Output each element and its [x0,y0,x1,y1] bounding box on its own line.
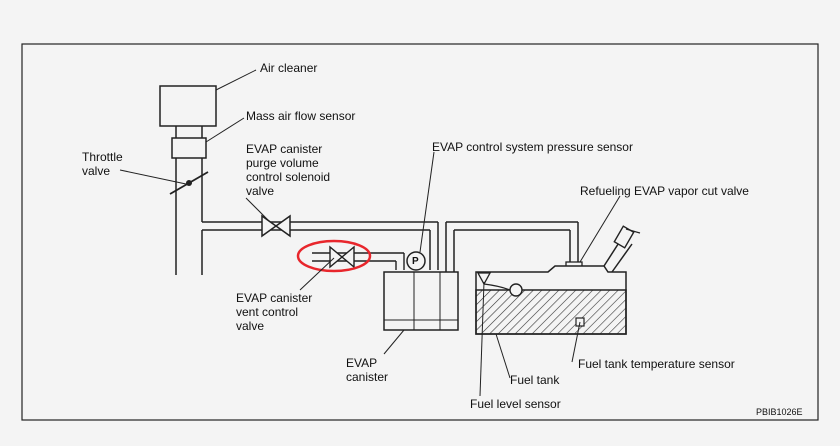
diagram-frame [21,43,819,421]
fuel-level-sensor-symbol [476,272,492,286]
label-throttle-valve: Throttle valve [82,150,123,178]
figure-code: PBIB1026E [756,407,803,417]
leader-lines [119,69,621,397]
pressure-sensor-symbol [406,251,426,271]
air-cleaner-box [159,85,217,127]
pressure-symbol-letter: P [412,256,419,267]
vent-valve-symbol [329,245,344,269]
label-evap-canister: EVAP canister [346,356,389,384]
fuel-tank-liquid [475,289,627,335]
label-refueling-cut-valve: Refueling EVAP vapor cut valve [580,184,749,198]
vent-valve-highlight [296,239,372,273]
evap-canister-box [383,271,459,331]
throttle-pivot [186,180,192,186]
label-fuel-level-sensor: Fuel level sensor [470,397,561,411]
purge-valve-symbol [261,214,278,238]
label-evap-vent-valve: EVAP canister vent control valve [236,291,313,333]
mass-air-flow-sensor-box [171,137,207,159]
fuel-level-float [509,283,523,297]
label-fuel-tank-temp-sensor: Fuel tank temperature sensor [578,357,735,371]
label-mass-air-flow-sensor: Mass air flow sensor [246,109,356,123]
label-evap-purge-valve: EVAP canister purge volume control solen… [246,142,331,198]
label-air-cleaner: Air cleaner [260,61,318,75]
label-evap-pressure-sensor: EVAP control system pressure sensor [432,140,633,154]
label-fuel-tank: Fuel tank [510,373,560,387]
